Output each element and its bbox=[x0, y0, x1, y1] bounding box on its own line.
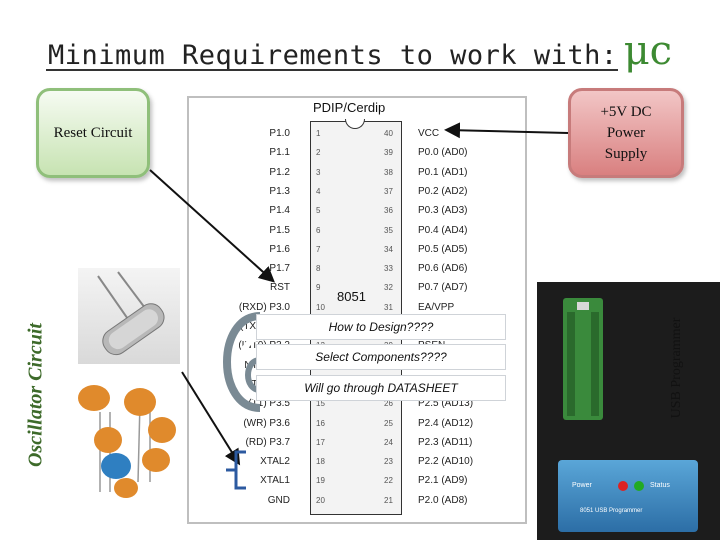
chip-name: 8051 bbox=[337, 289, 366, 304]
power-supply-label: +5V DC Power Supply bbox=[600, 103, 652, 162]
pin-right-number: 37 bbox=[384, 186, 393, 196]
reset-circuit-label: Reset Circuit bbox=[53, 124, 133, 141]
design-steps: How to Design???? Select Components???? … bbox=[212, 308, 508, 416]
reset-arrow bbox=[149, 169, 275, 283]
pin-right-number: 23 bbox=[384, 457, 393, 467]
pin-right-label: P0.0 (AD0) bbox=[418, 147, 468, 159]
pin-left-number: 16 bbox=[316, 418, 325, 428]
power-arrow bbox=[444, 122, 569, 139]
page-title: Minimum Requirements to work with: μc bbox=[48, 28, 673, 74]
pin-left-label: P1.2 bbox=[269, 166, 290, 178]
pin-right-number: 35 bbox=[384, 225, 393, 235]
pin-right-number: 22 bbox=[384, 476, 393, 486]
pin-left-number: 15 bbox=[316, 399, 325, 409]
pin-left-number: 3 bbox=[316, 167, 321, 177]
pin-right-number: 34 bbox=[384, 244, 393, 254]
pin-right-number: 25 bbox=[384, 418, 393, 428]
pin-left-label: P1.7 bbox=[269, 263, 290, 275]
pin-left-number: 7 bbox=[316, 244, 321, 254]
usb-panel-title: 8051 USB Programmer bbox=[580, 508, 643, 514]
oscillator-arrow bbox=[181, 371, 241, 466]
pin-left-number: 8 bbox=[316, 264, 321, 274]
title-text: Minimum Requirements to work with: bbox=[48, 40, 618, 71]
pin-right-number: 21 bbox=[384, 495, 393, 505]
pin-left-number: 20 bbox=[316, 495, 325, 505]
pin-right-label: EA/VPP bbox=[418, 301, 455, 313]
chip-package-label: PDIP/Cerdip bbox=[313, 100, 386, 115]
pin-right-label: P0.3 (AD3) bbox=[418, 205, 468, 217]
usb-power-label: Power bbox=[572, 482, 592, 489]
pin-left-label: XTAL2 bbox=[260, 456, 290, 468]
step-datasheet: Will go through DATASHEET bbox=[256, 375, 506, 401]
pin-left-label: P1.0 bbox=[269, 128, 290, 139]
usb-programmer-panel: Power Status 8051 USB Programmer bbox=[558, 460, 698, 532]
pin-left-number: 4 bbox=[316, 186, 321, 196]
pin-left-label: P1.3 bbox=[269, 185, 290, 197]
pin-left-label: (WR) P3.6 bbox=[243, 417, 290, 429]
pin-left-number: 6 bbox=[316, 225, 321, 235]
crystal-photo bbox=[78, 268, 180, 364]
pin-right-number: 26 bbox=[384, 399, 393, 409]
pin-right-number: 33 bbox=[384, 264, 393, 274]
pin-left-number: 5 bbox=[316, 206, 321, 216]
title-underline bbox=[46, 69, 618, 71]
pin-left-label: (T1) P3.5 bbox=[248, 398, 290, 410]
xtal-bracket bbox=[226, 450, 246, 490]
pin-left-label: XTAL1 bbox=[260, 475, 290, 487]
pin-left-label: P1.1 bbox=[269, 147, 290, 159]
pin-right-number: 40 bbox=[384, 129, 393, 138]
pin-left-number: 19 bbox=[316, 476, 325, 486]
pin-right-label: P2.5 (AD13) bbox=[418, 398, 474, 410]
power-led-icon bbox=[618, 481, 628, 491]
zif-socket bbox=[563, 298, 603, 420]
pin-right-label: P0.1 (AD1) bbox=[418, 166, 468, 178]
usb-status-label: Status bbox=[650, 482, 670, 489]
pin-right-label: P2.2 (AD10) bbox=[418, 456, 474, 468]
pin-right-label: P0.4 (AD4) bbox=[418, 224, 468, 236]
pin-left-label: (RXD) P3.0 bbox=[238, 301, 290, 313]
reset-circuit-box: Reset Circuit bbox=[36, 88, 150, 178]
pin-left-number: 17 bbox=[316, 437, 325, 447]
pin-left-label: P1.6 bbox=[269, 243, 290, 255]
pin-left-number: 10 bbox=[316, 302, 325, 312]
pin-left-label: P1.5 bbox=[269, 224, 290, 236]
pin-right-label: P0.7 (AD7) bbox=[418, 282, 468, 294]
power-supply-box: +5V DC Power Supply bbox=[568, 88, 684, 178]
pin-left-label: GND bbox=[267, 494, 290, 506]
pin-right-label: VCC bbox=[418, 128, 440, 139]
pin-right-number: 32 bbox=[384, 283, 393, 293]
status-led-icon bbox=[634, 481, 644, 491]
pin-right-label: P2.1 (AD9) bbox=[418, 475, 468, 487]
pin-left-label: P1.4 bbox=[269, 205, 290, 217]
pin-left-number: 9 bbox=[316, 283, 321, 293]
pin-right-number: 36 bbox=[384, 206, 393, 216]
title-symbol: μc bbox=[623, 28, 673, 74]
pin-right-label: P2.4 (AD12) bbox=[418, 417, 474, 429]
capacitors-photo bbox=[70, 372, 182, 500]
pin-right-number: 39 bbox=[384, 148, 393, 158]
pin-right-label: P0.6 (AD6) bbox=[418, 263, 468, 275]
pin-left-label: RST bbox=[270, 282, 290, 294]
pin-left-number: 2 bbox=[316, 148, 321, 158]
pin-right-label: P2.0 (AD8) bbox=[418, 494, 468, 506]
step-select-components: Select Components???? bbox=[256, 344, 506, 370]
step-how-to-design: How to Design???? bbox=[256, 314, 506, 340]
pin-left-number: 18 bbox=[316, 457, 325, 467]
pin-right-number: 38 bbox=[384, 167, 393, 177]
pin-left-number: 1 bbox=[316, 129, 321, 138]
pin-left-label: (RD) P3.7 bbox=[245, 436, 290, 448]
pin-right-label: P0.5 (AD5) bbox=[418, 243, 468, 255]
pin-right-number: 31 bbox=[384, 302, 393, 312]
pin-right-number: 24 bbox=[384, 437, 393, 447]
pin-right-label: P0.2 (AD2) bbox=[418, 185, 468, 197]
pin-right-label: P2.3 (AD11) bbox=[418, 436, 473, 448]
